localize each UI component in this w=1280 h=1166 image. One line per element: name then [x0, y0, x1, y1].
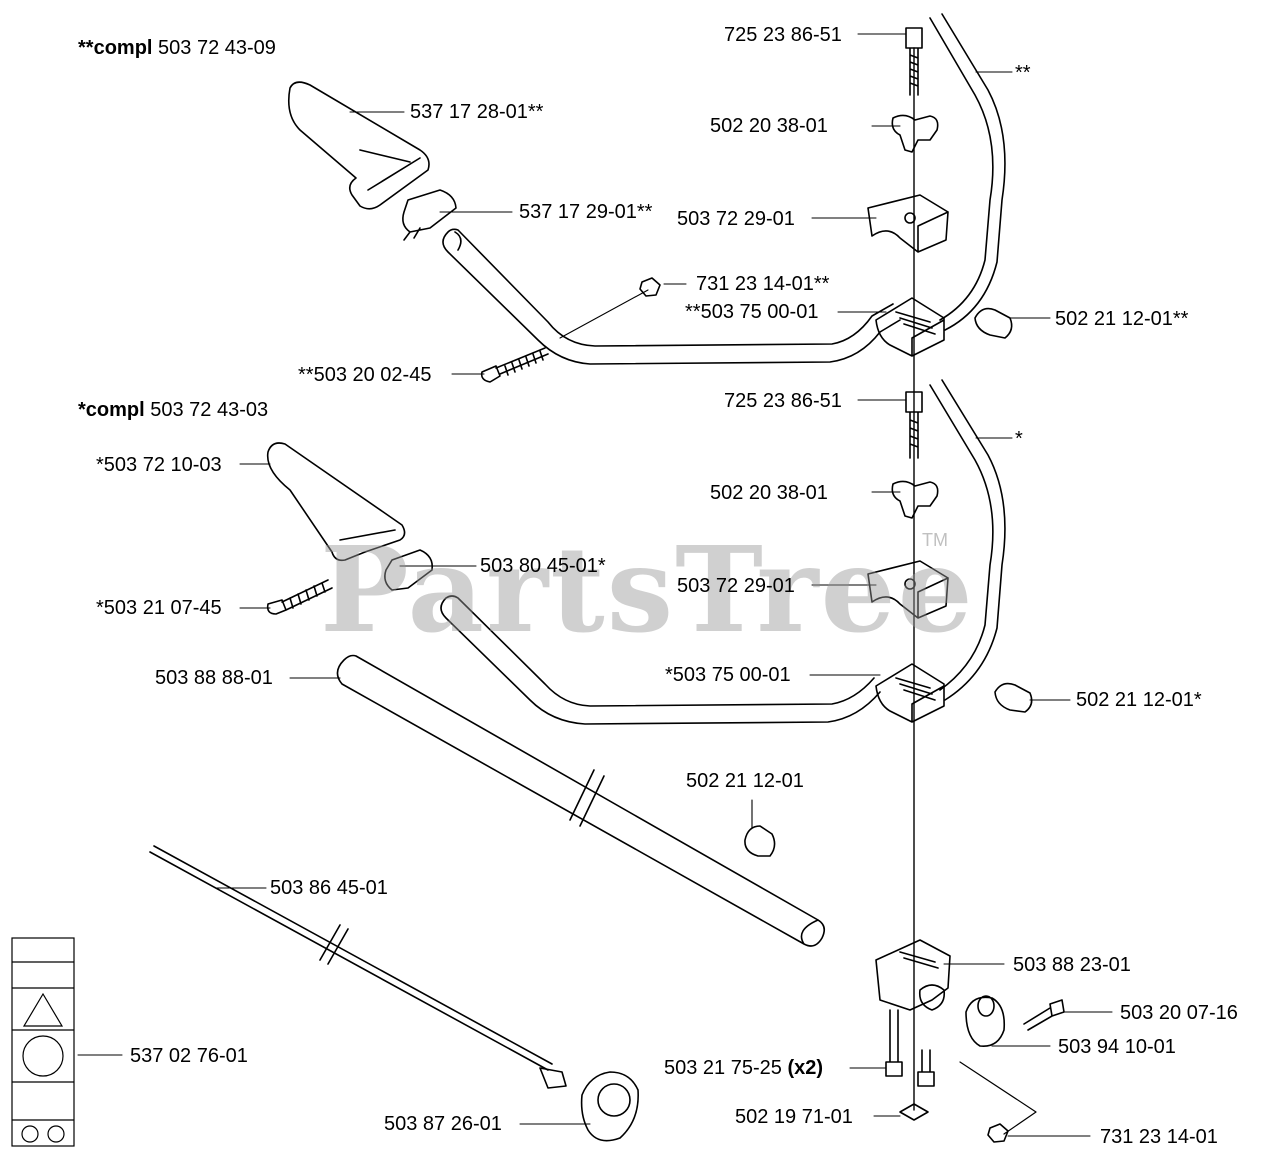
part-label[interactable]: *503 21 07-45 [96, 597, 222, 619]
part-label[interactable]: * [1015, 428, 1023, 450]
part-label[interactable]: **503 20 02-45 [298, 364, 432, 386]
wing-nut-lower [891, 480, 939, 519]
part-number: 503 21 75-25 [664, 1057, 782, 1079]
nut-guide [959, 1061, 1037, 1135]
part-label[interactable]: 503 80 45-01* [480, 555, 606, 577]
cable-clip-lower [994, 682, 1033, 713]
part-label[interactable]: 503 86 45-01 [270, 877, 388, 899]
drive-shaft [149, 845, 553, 1071]
assembly-prefix-lower: *compl [78, 399, 145, 421]
watermark: PartsTree [320, 520, 975, 659]
assembly-prefix-upper: **compl [78, 37, 153, 59]
wing-nut-upper [891, 114, 939, 153]
shaft-tube [336, 654, 826, 947]
part-label[interactable]: 503 72 29-01 [677, 208, 795, 230]
cable-clip-shaft [744, 825, 776, 857]
knob [965, 995, 1006, 1047]
part-label[interactable]: **503 75 00-01 [685, 301, 819, 323]
part-label[interactable]: 502 19 71-01 [735, 1106, 853, 1128]
grip-lower [266, 442, 406, 562]
grip-clamp-lower [384, 549, 434, 591]
nut-upper [639, 277, 661, 297]
part-label[interactable]: 503 87 26-01 [384, 1113, 502, 1135]
cable-clip-upper [974, 307, 1013, 339]
part-label[interactable]: 502 20 38-01 [710, 115, 828, 137]
shaft-break-1 [569, 769, 605, 827]
part-quantity: (x2) [787, 1057, 824, 1079]
assembly-number-upper: 503 72 43-09 [158, 37, 276, 59]
part-label[interactable]: 503 72 29-01 [677, 575, 795, 597]
bracket-bolt-2 [917, 1049, 935, 1087]
part-label[interactable]: 503 88 23-01 [1013, 954, 1131, 976]
bolt-lower [905, 391, 923, 459]
part-label[interactable]: 503 21 75-25 (x2) [664, 1057, 823, 1079]
part-label[interactable]: 537 02 76-01 [130, 1045, 248, 1067]
assembly-label-upper: **compl 503 72 43-09 [78, 37, 276, 59]
part-label[interactable]: 731 23 14-01 [1100, 1126, 1218, 1148]
bracket-bolt-1 [885, 1009, 903, 1077]
nut-lower [987, 1123, 1009, 1143]
part-label[interactable]: ** [1015, 62, 1031, 84]
part-label[interactable]: *503 72 10-03 [96, 454, 222, 476]
square-nut [899, 1103, 929, 1121]
watermark-tm: TM [922, 530, 948, 550]
part-label[interactable]: 502 21 12-01** [1055, 308, 1189, 330]
grip-upper [287, 81, 430, 210]
part-label[interactable]: 502 20 38-01 [710, 482, 828, 504]
clamp-block-upper [867, 194, 949, 253]
knob-bolt [1023, 999, 1065, 1031]
part-label[interactable]: 537 17 29-01** [519, 201, 653, 223]
grip-clamp-upper [402, 189, 457, 241]
handle-clamp-lower [875, 663, 945, 723]
handlebar-lower [929, 379, 1006, 701]
part-label[interactable]: 725 23 86-51 [724, 390, 842, 412]
gear-icon [21, 1125, 39, 1143]
screw-lower [266, 579, 333, 615]
part-label[interactable]: *503 75 00-01 [665, 664, 791, 686]
handlebar-upper [929, 13, 1006, 331]
part-label[interactable]: 502 21 12-01* [1076, 689, 1202, 711]
part-label[interactable]: 503 88 88-01 [155, 667, 273, 689]
part-label[interactable]: 503 20 07-16 [1120, 1002, 1238, 1024]
clamp-block-lower [867, 560, 949, 619]
part-label[interactable]: 503 94 10-01 [1058, 1036, 1176, 1058]
shaft-bracket [875, 939, 951, 1011]
part-label[interactable]: 502 21 12-01 [686, 770, 804, 792]
safety-label-panel [11, 937, 75, 1147]
part-label[interactable]: 725 23 86-51 [724, 24, 842, 46]
warning-icon [22, 992, 64, 1027]
handle-tube-lower [440, 595, 881, 725]
part-label[interactable]: 731 23 14-01** [696, 273, 830, 295]
flange [539, 1067, 639, 1142]
assembly-label-lower: *compl 503 72 43-03 [78, 399, 268, 421]
blade-icon [47, 1125, 65, 1143]
assembly-number-lower: 503 72 43-03 [150, 399, 269, 421]
part-label[interactable]: 537 17 28-01** [410, 101, 544, 123]
operator-icon [22, 1035, 64, 1077]
handle-clamp-upper [875, 297, 945, 357]
handle-tube-upper [442, 228, 901, 365]
screw-upper [480, 347, 549, 383]
